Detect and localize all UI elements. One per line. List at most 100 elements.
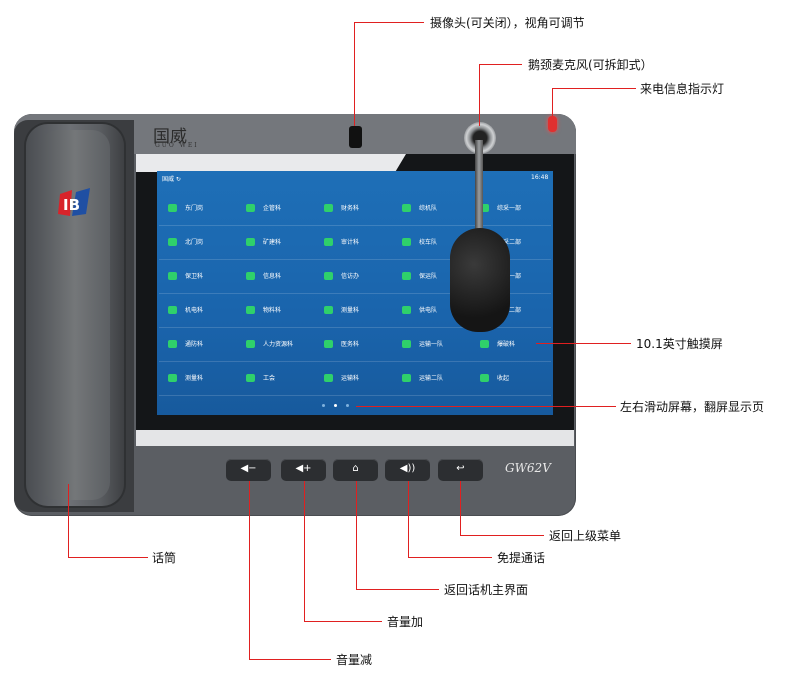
home-button[interactable]: ⌂ — [333, 459, 378, 481]
volume-up-button[interactable]: ◀+ — [281, 459, 326, 481]
microphone-foam[interactable] — [450, 228, 510, 332]
phone-icon — [324, 272, 333, 280]
contact-label: 机电科 — [185, 307, 204, 314]
leader-line-swipe — [356, 406, 616, 407]
phone-icon — [246, 340, 255, 348]
phone-icon — [246, 204, 255, 212]
contact-label: 矿建科 — [263, 239, 282, 246]
label-handset: 话筒 — [152, 551, 177, 565]
volume-up-icon: ◀+ — [295, 463, 312, 474]
grid-row-divider — [159, 259, 551, 260]
phone-icon — [168, 306, 177, 314]
incoming-call-led — [548, 116, 557, 132]
contact-label: 运输科 — [341, 375, 360, 382]
grid-row-divider — [159, 395, 551, 396]
contact-tile[interactable]: 矿建科 — [238, 233, 308, 253]
contact-tile[interactable]: 测量科 — [160, 369, 230, 389]
speaker-icon: ◀)) — [399, 463, 416, 474]
contact-tile[interactable]: 运输二队 — [394, 369, 464, 389]
page-dot — [346, 404, 349, 407]
contact-tile[interactable]: 机电科 — [160, 301, 230, 321]
contact-tile[interactable]: 运输一队 — [394, 335, 464, 355]
leader-line-mic — [479, 64, 480, 126]
leader-line-led-h — [552, 88, 636, 89]
phone-icon — [402, 204, 411, 212]
leader-line-camera — [354, 22, 355, 126]
phone-icon — [168, 340, 177, 348]
leader-line-camera-h — [354, 22, 424, 23]
leader-line-vol-up-h — [304, 621, 382, 622]
phone-icon — [246, 306, 255, 314]
phone-icon — [402, 340, 411, 348]
leader-line-touchscreen — [536, 343, 631, 344]
contact-tile[interactable]: 北门岗 — [160, 233, 230, 253]
contact-label: 财务科 — [341, 205, 360, 212]
leader-line-back — [460, 481, 461, 535]
contact-label: 校车队 — [419, 239, 438, 246]
model-label: GW62V — [505, 461, 551, 475]
status-bar-title: 国威 ↻ — [162, 176, 181, 183]
contact-label: 通防科 — [185, 341, 204, 348]
contact-tile[interactable]: 物料科 — [238, 301, 308, 321]
brand-logo-icon: IB — [58, 188, 90, 216]
phone-icon — [480, 204, 489, 212]
grid-row-divider — [159, 293, 551, 294]
contact-tile[interactable]: 财务科 — [316, 199, 386, 219]
contact-tile[interactable]: 综采一部 — [472, 199, 542, 219]
contact-tile[interactable]: 审计科 — [316, 233, 386, 253]
contact-label: 企管科 — [263, 205, 282, 212]
phone-icon — [168, 238, 177, 246]
label-touchscreen: 10.1英寸触摸屏 — [636, 337, 723, 351]
contact-tile[interactable]: 工会 — [238, 369, 308, 389]
phone-icon — [402, 272, 411, 280]
leader-line-vol-down — [249, 481, 250, 659]
contact-tile[interactable]: 东门岗 — [160, 199, 230, 219]
grid-row-divider — [159, 361, 551, 362]
contact-label: 测量科 — [185, 375, 204, 382]
contact-tile[interactable]: 运输科 — [316, 369, 386, 389]
page-indicator[interactable] — [322, 404, 352, 410]
contact-tile[interactable]: 综机队 — [394, 199, 464, 219]
contact-tile[interactable]: 人力资源科 — [238, 335, 308, 355]
contact-tile[interactable]: 收起 — [472, 369, 542, 389]
contact-tile[interactable]: 爆破科 — [472, 335, 542, 355]
contact-label: 物料科 — [263, 307, 282, 314]
contact-label: 北门岗 — [185, 239, 204, 246]
contact-tile[interactable]: 企管科 — [238, 199, 308, 219]
contact-label: 东门岗 — [185, 205, 204, 212]
label-vol-up: 音量加 — [387, 615, 424, 629]
leader-line-mic-h — [479, 64, 522, 65]
camera[interactable] — [349, 126, 362, 148]
phone-icon — [246, 272, 255, 280]
speaker-button[interactable]: ◀)) — [385, 459, 430, 481]
phone-icon — [168, 204, 177, 212]
contact-tile[interactable]: 保卫科 — [160, 267, 230, 287]
label-back: 返回上级菜单 — [549, 529, 622, 543]
back-button[interactable]: ↩ — [438, 459, 483, 481]
leader-line-handsfree — [408, 481, 409, 557]
gooseneck — [475, 140, 483, 240]
contact-tile[interactable]: 医务科 — [316, 335, 386, 355]
contact-tile[interactable]: 通防科 — [160, 335, 230, 355]
leader-line-home-h — [356, 589, 439, 590]
contact-tile[interactable]: 信访办 — [316, 267, 386, 287]
contact-label: 收起 — [497, 375, 510, 382]
phone-icon — [402, 306, 411, 314]
contact-label: 综采二部 — [497, 239, 522, 246]
label-vol-down: 音量减 — [336, 653, 373, 667]
phone-icon — [324, 306, 333, 314]
contact-tile[interactable]: 测量科 — [316, 301, 386, 321]
label-camera: 摄像头(可关闭），视角可调节 — [430, 16, 585, 30]
contact-tile[interactable]: 供电队 — [394, 301, 464, 321]
contact-tile[interactable]: 校车队 — [394, 233, 464, 253]
contact-tile[interactable]: 保运队 — [394, 267, 464, 287]
volume-down-button[interactable]: ◀− — [226, 459, 271, 481]
phone-icon — [480, 374, 489, 382]
phone-icon — [246, 238, 255, 246]
contact-label: 保卫科 — [185, 273, 204, 280]
contact-tile[interactable]: 信息科 — [238, 267, 308, 287]
brand-subtitle: GUO WEI — [155, 142, 199, 149]
leader-line-handsfree-h — [408, 557, 492, 558]
grid-row-divider — [159, 225, 551, 226]
leader-line-back-h — [460, 535, 544, 536]
